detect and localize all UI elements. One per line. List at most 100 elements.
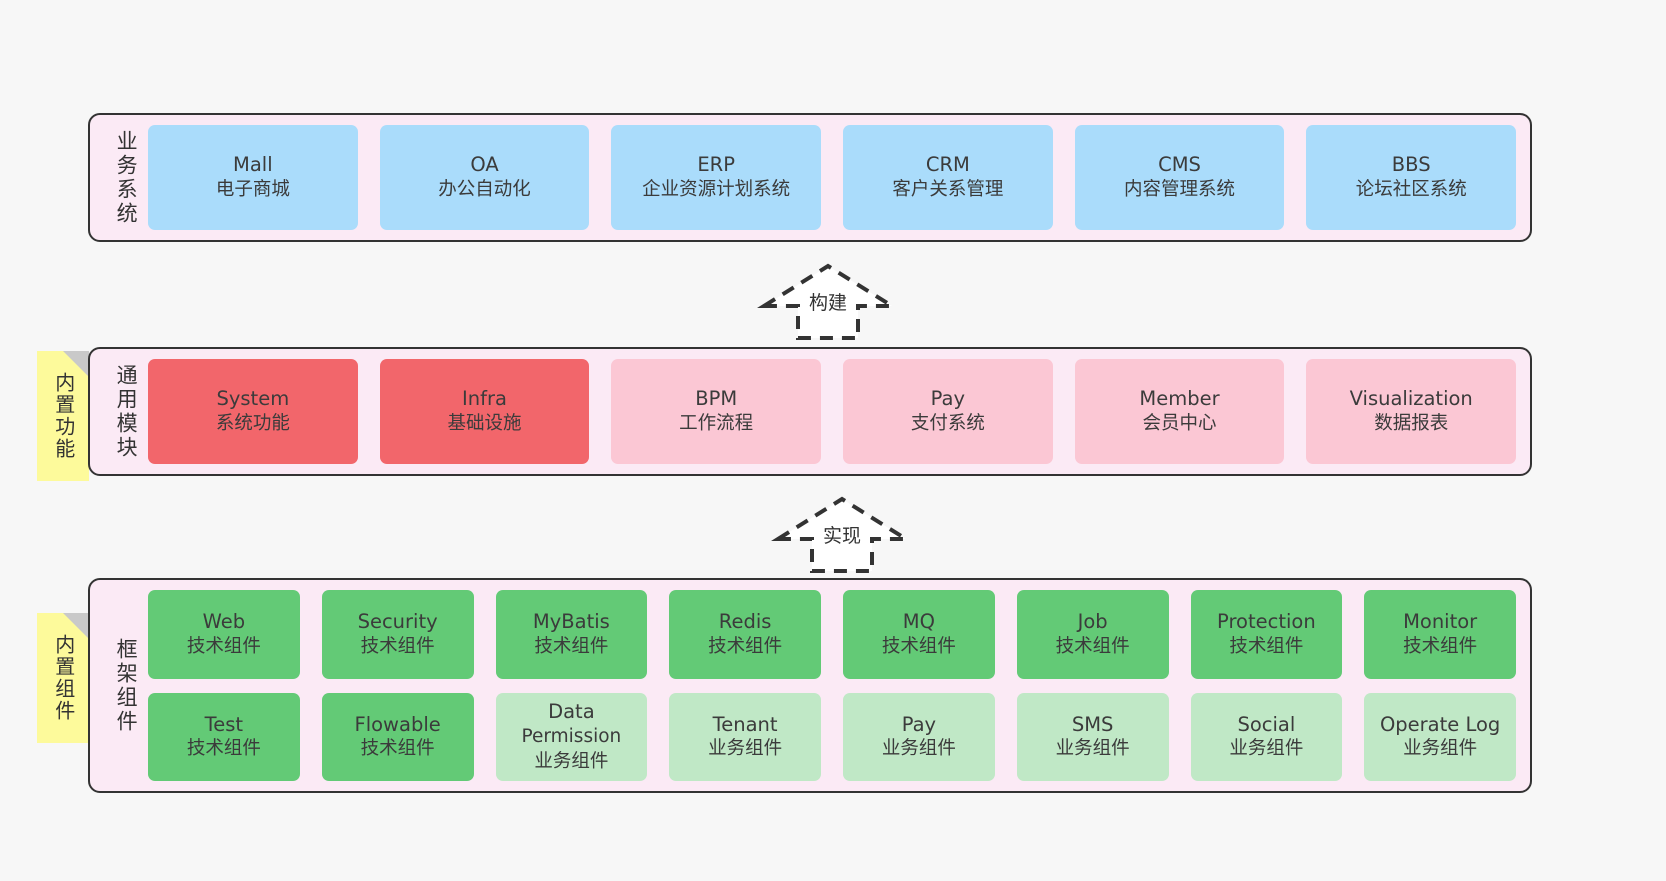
- card-title: Test: [204, 712, 244, 736]
- card-crm[interactable]: CRM 客户关系管理: [843, 125, 1053, 230]
- card-title: Redis: [718, 610, 772, 634]
- arrow-implement: 实现: [771, 495, 913, 575]
- card-title: Mall: [233, 153, 273, 177]
- card-title: SMS: [1071, 712, 1114, 736]
- card-subtitle: 客户关系管理: [892, 179, 1004, 201]
- card-security[interactable]: Security 技术组件: [321, 590, 474, 679]
- card-bpm[interactable]: BPM 工作流程: [611, 359, 822, 464]
- card-title: BPM: [695, 387, 738, 411]
- card-row: Mall 电子商城 OA 办公自动化 ERP 企业资源计划系统 CRM 客户关系…: [148, 125, 1517, 230]
- arrow-implement-label: 实现: [822, 525, 862, 547]
- card-title-line2: Permission: [521, 726, 622, 748]
- card-subtitle: 会员中心: [1142, 413, 1217, 435]
- card-system[interactable]: System 系统功能: [148, 359, 358, 464]
- card-subtitle: 业务组件: [1055, 738, 1130, 760]
- card-monitor[interactable]: Monitor 技术组件: [1364, 590, 1516, 679]
- card-title: Monitor: [1403, 610, 1478, 634]
- card-title: Pay: [930, 387, 966, 411]
- card-subtitle: 业务组件: [881, 738, 956, 760]
- layer-common-module: 通用模块 System 系统功能 Infra 基础设施 BPM 工作流程 Pay…: [88, 347, 1532, 476]
- card-subtitle: 技术组件: [1403, 635, 1478, 657]
- card-title: Security: [357, 610, 438, 634]
- card-subtitle: 业务组件: [708, 738, 783, 760]
- card-subtitle: 工作流程: [679, 413, 754, 435]
- card-row: System 系统功能 Infra 基础设施 BPM 工作流程 Pay 支付系统…: [148, 359, 1517, 464]
- card-mall[interactable]: Mall 电子商城: [148, 125, 358, 230]
- card-mybatis[interactable]: MyBatis 技术组件: [495, 590, 648, 679]
- card-title: ERP: [697, 153, 735, 177]
- card-title: CRM: [925, 153, 970, 177]
- card-title: CMS: [1158, 153, 1201, 177]
- card-subtitle: 技术组件: [881, 635, 956, 657]
- page-fold-icon: [63, 613, 89, 639]
- card-title: OA: [470, 153, 499, 177]
- card-operate-log[interactable]: Operate Log 业务组件: [1364, 692, 1516, 781]
- layer-body-common-module: System 系统功能 Infra 基础设施 BPM 工作流程 Pay 支付系统…: [148, 359, 1517, 464]
- card-subtitle: 技术组件: [1055, 635, 1130, 657]
- card-subtitle: 技术组件: [360, 738, 435, 760]
- card-subtitle: 系统功能: [215, 413, 290, 435]
- card-subtitle: 技术组件: [1229, 635, 1304, 657]
- card-web[interactable]: Web 技术组件: [148, 590, 300, 679]
- card-title: Job: [1077, 610, 1108, 634]
- layer-body-framework-component: Web 技术组件 Security 技术组件 MyBatis 技术组件 Redi…: [148, 590, 1516, 781]
- card-subtitle: 业务组件: [1229, 738, 1304, 760]
- sticky-note-label: 内置组件: [51, 634, 76, 722]
- card-protection[interactable]: Protection 技术组件: [1190, 590, 1343, 679]
- card-row: Test 技术组件 Flowable 技术组件 Data Permission …: [148, 692, 1516, 781]
- card-title: MyBatis: [532, 610, 610, 634]
- card-subtitle: 技术组件: [534, 635, 609, 657]
- card-title: Tenant: [712, 712, 778, 736]
- card-data-permission[interactable]: Data Permission 业务组件: [495, 692, 648, 781]
- card-subtitle: 技术组件: [360, 635, 435, 657]
- card-bbs[interactable]: BBS 论坛社区系统: [1306, 125, 1517, 230]
- card-subtitle: 技术组件: [186, 635, 261, 657]
- card-social[interactable]: Social 业务组件: [1190, 692, 1343, 781]
- card-job[interactable]: Job 技术组件: [1016, 590, 1169, 679]
- card-row: Web 技术组件 Security 技术组件 MyBatis 技术组件 Redi…: [148, 590, 1516, 679]
- card-flowable[interactable]: Flowable 技术组件: [321, 692, 474, 781]
- card-title: BBS: [1391, 153, 1431, 177]
- card-infra[interactable]: Infra 基础设施: [379, 359, 590, 464]
- card-member[interactable]: Member 会员中心: [1074, 359, 1285, 464]
- card-redis[interactable]: Redis 技术组件: [669, 590, 821, 679]
- card-sms[interactable]: SMS 业务组件: [1016, 692, 1169, 781]
- card-title: Data: [548, 700, 595, 724]
- card-title: Infra: [462, 387, 507, 411]
- sticky-note-label: 内置功能: [51, 372, 76, 460]
- card-subtitle: 支付系统: [910, 413, 985, 435]
- card-oa[interactable]: OA 办公自动化: [379, 125, 590, 230]
- card-tenant[interactable]: Tenant 业务组件: [669, 692, 821, 781]
- layer-body-business-system: Mall 电子商城 OA 办公自动化 ERP 企业资源计划系统 CRM 客户关系…: [148, 125, 1517, 230]
- card-subtitle: 企业资源计划系统: [642, 179, 791, 201]
- card-visualization[interactable]: Visualization 数据报表: [1306, 359, 1517, 464]
- card-subtitle: 办公自动化: [438, 179, 531, 201]
- card-subtitle: 数据报表: [1374, 413, 1449, 435]
- sticky-note-builtin-components: 内置组件: [37, 613, 89, 743]
- card-title: MQ: [902, 610, 935, 634]
- card-title: Web: [202, 610, 246, 634]
- card-cms[interactable]: CMS 内容管理系统: [1074, 125, 1285, 230]
- card-subtitle: 业务组件: [1403, 738, 1478, 760]
- card-mq[interactable]: MQ 技术组件: [843, 590, 995, 679]
- card-subtitle: 电子商城: [215, 179, 290, 201]
- sticky-note-builtin-features: 内置功能: [37, 351, 89, 481]
- card-erp[interactable]: ERP 企业资源计划系统: [611, 125, 822, 230]
- card-title: Pay: [901, 712, 937, 736]
- card-subtitle: 论坛社区系统: [1355, 179, 1467, 201]
- card-title: Visualization: [1349, 387, 1473, 411]
- card-pay[interactable]: Pay 支付系统: [843, 359, 1053, 464]
- layer-framework-component: 框架组件 Web 技术组件 Security 技术组件 MyBatis 技术组件…: [88, 578, 1532, 793]
- layer-title-framework-component: 框架组件: [114, 637, 139, 734]
- card-title: System: [216, 387, 290, 411]
- card-title: Social: [1237, 712, 1296, 736]
- card-pay-component[interactable]: Pay 业务组件: [843, 692, 995, 781]
- arrow-build-label: 构建: [808, 292, 848, 314]
- card-title: Flowable: [354, 712, 441, 736]
- card-test[interactable]: Test 技术组件: [148, 692, 300, 781]
- card-subtitle: 内容管理系统: [1124, 179, 1236, 201]
- card-title: Protection: [1217, 610, 1316, 634]
- card-subtitle: 技术组件: [186, 738, 261, 760]
- arrow-build: 构建: [757, 262, 899, 342]
